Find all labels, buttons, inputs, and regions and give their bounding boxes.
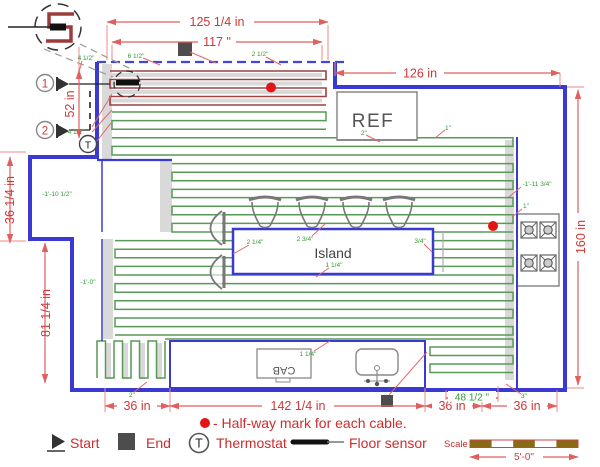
- halfway-mark-cable2: [488, 221, 498, 231]
- start-marker-cable1: [56, 77, 69, 91]
- start-legend-icon: [47, 434, 65, 452]
- refrigerator: REF: [336, 91, 418, 141]
- gap-label: 2 3/4": [297, 236, 314, 243]
- burner: [539, 221, 557, 239]
- halfway-legend-label: - Half-way mark for each cable.: [213, 415, 407, 431]
- dim-bottom-green: 48 1/2 ": [455, 393, 490, 404]
- thermostat-t: T: [85, 140, 92, 152]
- gap-label: 2": [361, 130, 368, 137]
- halfway-legend-dot: [200, 418, 210, 428]
- gap-label: 4 1/2": [68, 129, 85, 136]
- start-legend-label: Start: [70, 435, 100, 451]
- island: Island: [231, 227, 444, 276]
- dim-bottom-right1: 36 in: [438, 399, 465, 413]
- thermostat-legend-icon: [188, 432, 210, 454]
- cabinet-box: CAB: [256, 348, 312, 383]
- dim-left-bottom: 81 1/4 in: [39, 289, 53, 337]
- cable2-number: 2: [42, 126, 48, 138]
- floor-sensor-label: Floor sensor: [349, 435, 427, 451]
- gap-label: 2": [129, 392, 136, 399]
- cable2-upper-left: [111, 111, 327, 130]
- dim-left-mid: 36 1/4 in: [3, 176, 17, 224]
- sink: [355, 348, 399, 387]
- cable2-bottom-left-serpentine: [96, 340, 166, 379]
- gap-label: 2 1/2": [252, 51, 269, 58]
- start-detail-callout: [8, 3, 141, 98]
- cab-label: CAB: [273, 364, 296, 376]
- gap-label: 4 1/2": [78, 55, 95, 62]
- end-marker-cable2: [381, 395, 393, 407]
- ref-label: REF: [352, 111, 395, 132]
- burner: [539, 254, 557, 272]
- bar-stool: [339, 195, 373, 229]
- start-marker-cable2: [56, 124, 69, 138]
- end-legend-label: End: [146, 435, 171, 451]
- chair: [209, 254, 226, 290]
- stove-burners: [520, 221, 557, 272]
- dim-bottom-center: 142 1/4 in: [271, 399, 326, 413]
- chair: [209, 210, 226, 246]
- heating-cables: [96, 70, 514, 379]
- scale-value: 5'-0": [514, 452, 534, 463]
- bar-stool: [295, 195, 329, 229]
- cable2-upper-full: [111, 137, 514, 156]
- gap-label: 2 1/4": [247, 239, 264, 246]
- gap-label: 1": [523, 203, 530, 210]
- gap-label: -1'-0": [80, 279, 96, 286]
- bar-stool: [382, 195, 416, 229]
- dim-top-outer: 125 1/4 in: [190, 15, 245, 29]
- burner: [520, 254, 538, 272]
- burner: [520, 221, 538, 239]
- dim-top-right: 126 in: [403, 67, 437, 81]
- scale-label: Scale: [444, 439, 468, 450]
- legend: - Half-way mark for each cable. Start En…: [47, 415, 579, 463]
- gap-label: 3": [521, 393, 528, 400]
- end-legend-icon: [118, 433, 135, 450]
- cable1-number: 1: [42, 79, 48, 91]
- island-label: Island: [314, 245, 351, 261]
- gap-label: 3/4": [414, 238, 426, 245]
- gap-label: 1 1/4": [300, 351, 317, 358]
- gap-label: -1'-10 1/2": [42, 191, 72, 198]
- bar-stool: [248, 195, 282, 229]
- gap-label: -1'-11 3/4": [522, 181, 552, 188]
- gap-label: 6 1/2": [128, 53, 145, 60]
- dim-bottom-right2: 36 in: [513, 399, 540, 413]
- gap-label: 1 1/4": [326, 262, 343, 269]
- scale-bar: Scale 5'-0": [444, 439, 579, 463]
- seating: [209, 195, 416, 290]
- halfway-mark-cable1: [266, 82, 276, 93]
- thermostat-symbol: [78, 134, 98, 154]
- thermostat-legend-t: T: [195, 437, 203, 451]
- dim-left-top: 52 in: [63, 90, 77, 117]
- thermostat-legend-label: Thermostat: [216, 435, 287, 451]
- dim-bottom-left: 36 in: [123, 399, 150, 413]
- walls: [28, 60, 567, 392]
- end-marker-cable1: [178, 42, 192, 56]
- cable2-bottom-right: [165, 338, 514, 374]
- leader-lines: [78, 51, 523, 396]
- dim-top-inner: 117 ": [203, 35, 231, 49]
- shading-bands: [102, 64, 514, 380]
- dim-right: 160 in: [574, 220, 588, 254]
- dimensions: 125 1/4 in 117 " 126 in 160 in 36 1/4 in…: [0, 15, 588, 413]
- gap-labels: 4 1/2" 6 1/2" 2 1/2" 4 1/2" -1'-10 1/2" …: [42, 51, 552, 400]
- gap-label: 1": [445, 125, 452, 132]
- cable1-serpentine: [109, 70, 327, 106]
- cable2-main-field: [114, 239, 514, 336]
